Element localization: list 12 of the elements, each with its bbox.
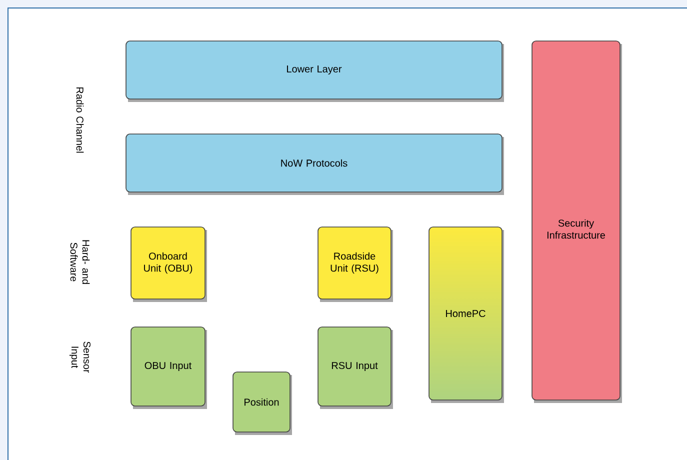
row-label: Radio Channel xyxy=(76,87,84,153)
block-box: Lower Layer xyxy=(126,40,504,102)
block-box: Position xyxy=(232,372,292,435)
block-box: Roadside Unit (RSU) xyxy=(318,226,393,302)
block-box: Onboard Unit (OBU) xyxy=(130,226,207,302)
row-label: Sensor Input xyxy=(69,342,91,373)
block-box: RSU Input xyxy=(318,326,393,409)
block-box: NoW Protocols xyxy=(126,134,504,195)
block-box: Security Infrastructure xyxy=(532,40,622,403)
block-box: OBU Input xyxy=(130,326,207,409)
block-box: HomePC xyxy=(428,226,504,403)
row-label: Hard- and Software xyxy=(70,240,90,284)
